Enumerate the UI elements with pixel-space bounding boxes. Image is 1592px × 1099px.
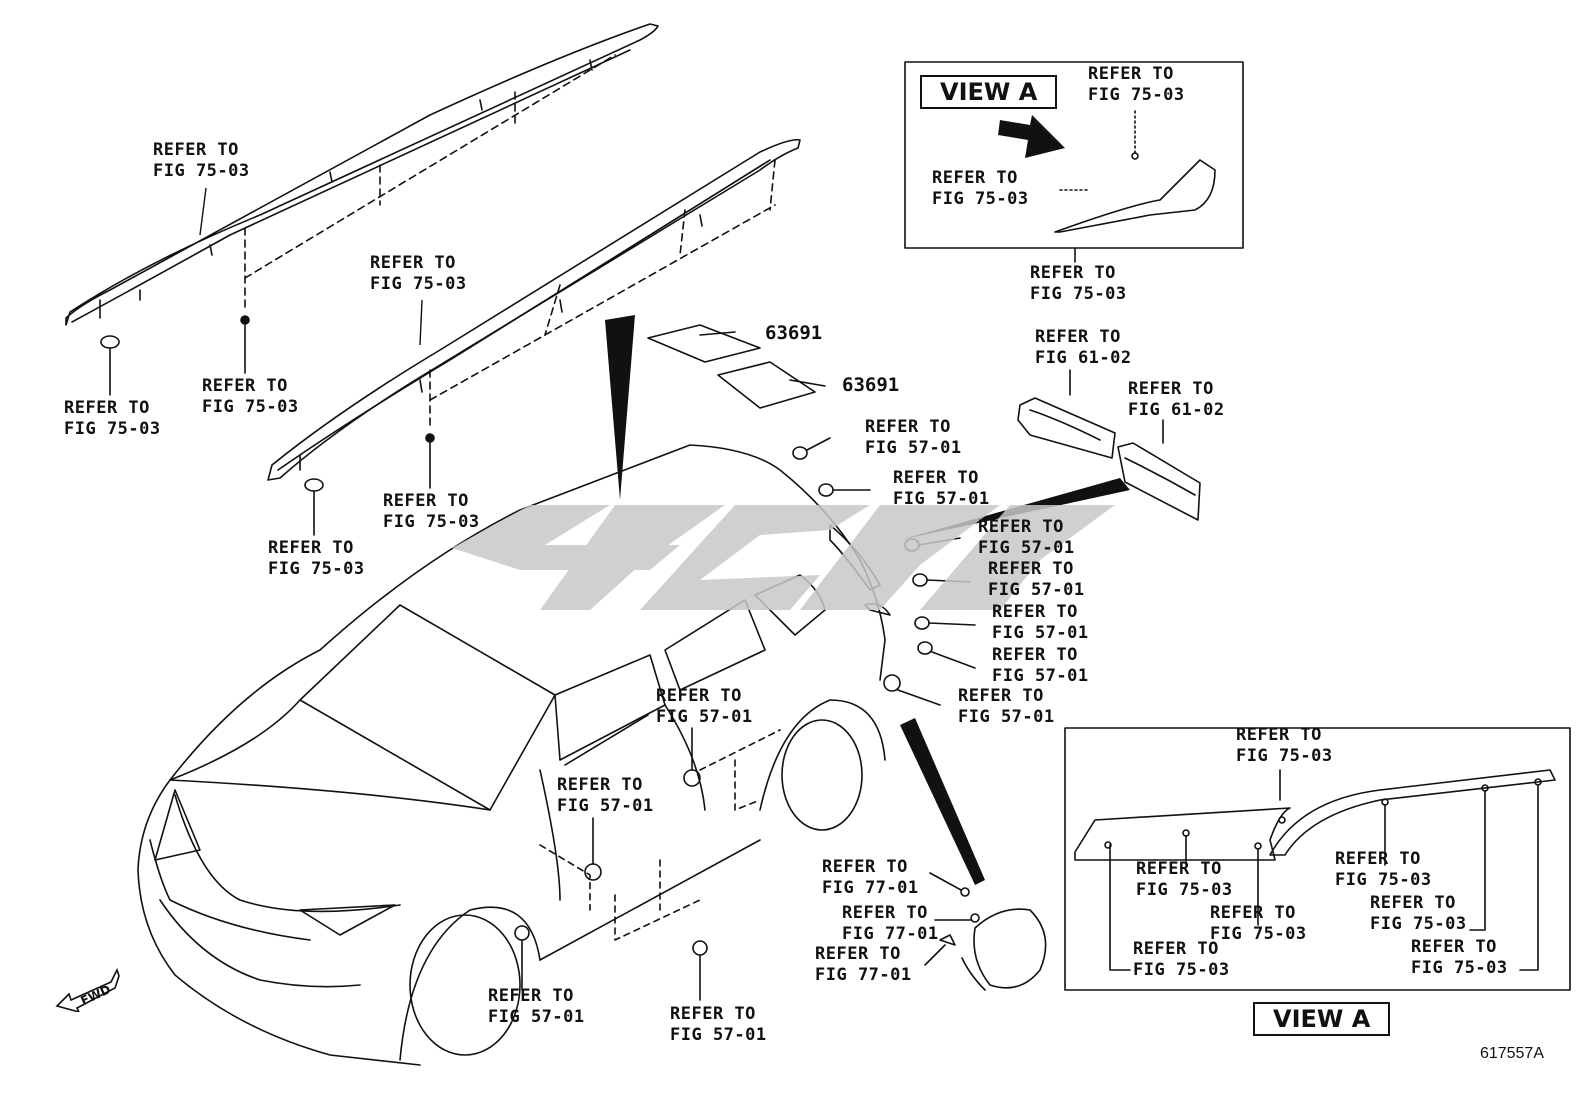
callout-line1: REFER TO xyxy=(153,140,239,160)
rail-clip-right xyxy=(304,478,324,536)
pointer-wedges xyxy=(605,115,1130,885)
rail-screw-left xyxy=(240,315,250,374)
roof-rail-right xyxy=(267,138,801,481)
rail-screw-right xyxy=(425,433,435,489)
roof-protector-sheet xyxy=(647,324,826,409)
view-a-box-top xyxy=(904,61,1244,263)
roof-rail-right-dashed-leaders xyxy=(429,159,776,431)
view-a-box-bottom xyxy=(1064,727,1571,991)
callout-line2: FIG 75-03 xyxy=(153,161,250,181)
fwd-arrow-icon: FWD xyxy=(55,968,120,1012)
roof-rail-left xyxy=(65,23,659,326)
view-a-tag-top: VIEW A xyxy=(920,75,1058,109)
view-a-tag-bottom: VIEW A xyxy=(1253,1002,1391,1036)
car-body xyxy=(137,444,891,1066)
fuel-door xyxy=(924,872,1047,991)
fwd-label: FWD xyxy=(78,982,112,1008)
part-number-63691-b: 63691 xyxy=(842,374,900,396)
roof-rail-left-dashed-leaders xyxy=(244,54,616,311)
rear-reflectors xyxy=(1017,369,1201,521)
body-plugs xyxy=(514,437,976,1001)
illustration-code: 617557A xyxy=(1479,1045,1544,1062)
part-number-63691-a: 63691 xyxy=(765,322,823,344)
watermark-logo xyxy=(452,505,1115,610)
callout-leaders xyxy=(199,187,423,346)
rail-clip-left-1 xyxy=(100,335,120,396)
